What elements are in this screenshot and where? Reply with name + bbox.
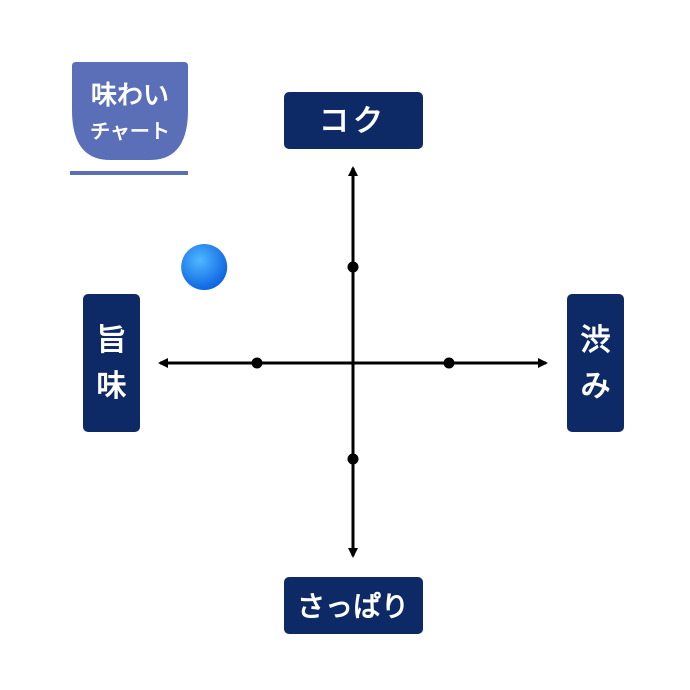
tick-marks (251, 261, 455, 465)
axis-label-left: 旨 味 (83, 294, 140, 432)
axis-label-top: コク (284, 92, 423, 149)
axis-label-right: 渋 み (567, 294, 624, 432)
x-tick-pos1 (443, 357, 455, 369)
axis-label-left-box (83, 294, 140, 432)
axis-label-top-text: コク (319, 104, 387, 139)
badge-line1: 味わい (91, 81, 169, 111)
axis-label-left-char-2: 味 (97, 369, 127, 404)
badge-underline (70, 171, 188, 175)
data-points (181, 244, 228, 290)
x-tick-neg1 (251, 357, 263, 369)
axis-label-top-box (284, 92, 423, 149)
axis-label-right-char-2: み (581, 369, 611, 404)
y-tick-pos1 (347, 261, 359, 273)
data-point-1 (181, 244, 228, 290)
axis-label-bottom: さっぱり (284, 577, 423, 634)
axis-label-right-char-1: 渋 (581, 323, 611, 358)
y-tick-neg1 (347, 453, 359, 465)
chart-badge: 味わい チャート (70, 62, 188, 175)
badge-line2: チャート (90, 119, 170, 143)
bowl-badge-icon (72, 62, 188, 160)
axis-label-left-char-1: 旨 (97, 323, 127, 358)
axis-label-bottom-box (284, 577, 423, 634)
axis-label-bottom-text: さっぱり (297, 590, 409, 623)
axis-label-right-box (567, 294, 624, 432)
